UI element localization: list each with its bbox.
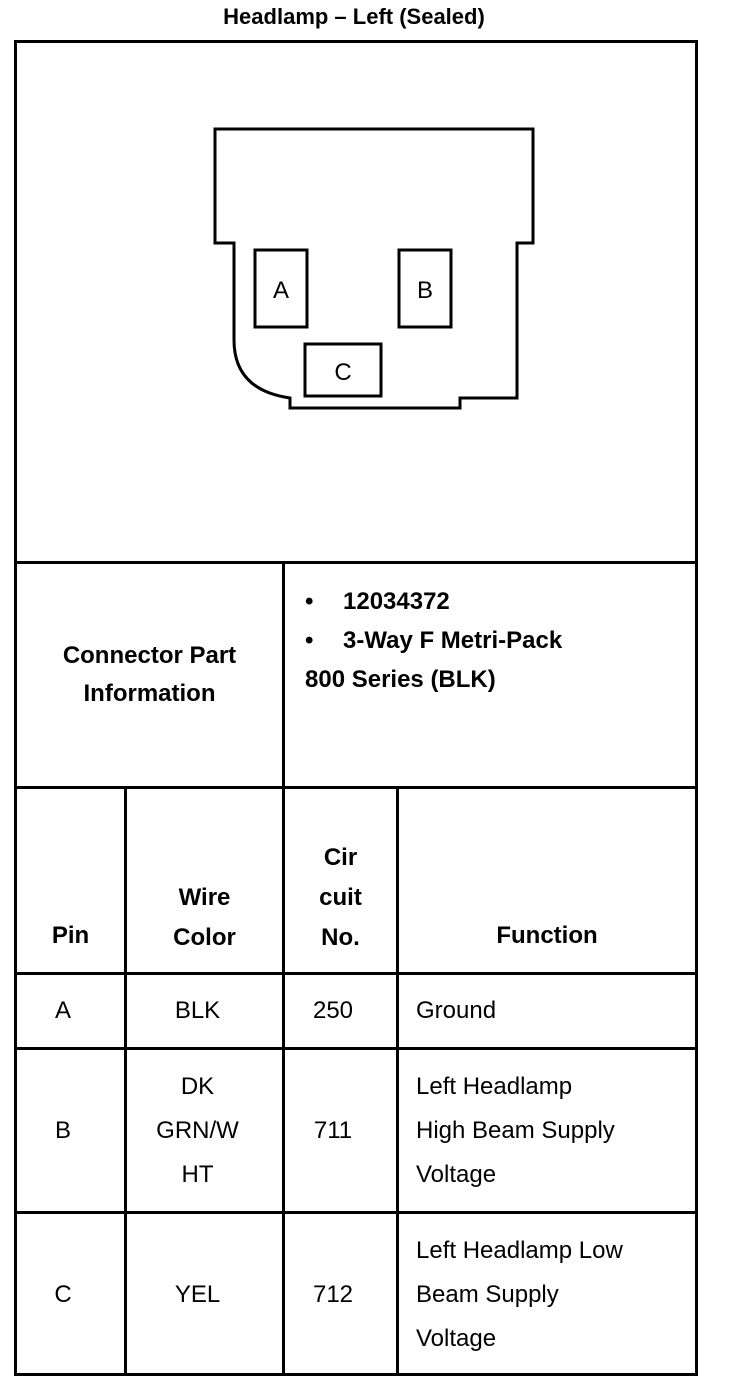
header-pin-text: Pin	[51, 922, 90, 949]
row-c-function-line2: Beam Supply	[416, 1281, 559, 1308]
divider-info	[14, 786, 698, 789]
row-b-wire-line3: HT	[181, 1160, 214, 1188]
header-wire-line1: Wire	[178, 884, 231, 911]
row-c-circuit: 712	[312, 1281, 354, 1308]
pin-c-label: C	[334, 359, 351, 386]
part-number: 12034372	[343, 588, 450, 615]
divider-row-a	[14, 1047, 698, 1050]
connector-frame	[14, 40, 698, 1376]
row-b-wire: DK GRN/W HT	[127, 1050, 268, 1211]
bullet-icon: •	[305, 588, 314, 615]
row-c-function-line1: Left Headlamp Low	[416, 1237, 623, 1264]
part-number-row: • 12034372	[305, 582, 695, 621]
divider-diagram	[14, 561, 698, 564]
header-circuit-line2: cuit	[319, 884, 362, 911]
pin-b-cavity	[397, 248, 453, 329]
row-b-wire-line1: DK	[180, 1072, 215, 1100]
pin-b-label: B	[417, 277, 433, 304]
pin-a-label: A	[273, 277, 289, 304]
row-b-function-line1: Left Headlamp	[416, 1072, 573, 1100]
page-title: Headlamp – Left (Sealed)	[223, 4, 485, 29]
row-b-function-line2: High Beam Supply	[416, 1116, 615, 1144]
header-pin: Pin	[17, 789, 124, 972]
part-info-value: • 12034372 • 3-Way F Metri-Pack 800 Seri…	[285, 564, 695, 786]
row-b-circuit: 711	[313, 1116, 353, 1144]
header-circuit-line1: Cir	[323, 844, 358, 871]
part-info-label: Connector Part Information	[17, 564, 282, 786]
row-b-function-line3: Voltage	[416, 1160, 497, 1188]
column-divider-function	[396, 786, 399, 1376]
pin-a-cavity	[253, 248, 309, 329]
connector-face-svg: A B C	[213, 127, 535, 410]
column-divider-circuit	[282, 561, 285, 1376]
divider-header	[14, 972, 698, 975]
header-function-text: Function	[496, 922, 598, 949]
row-a-function: Ground	[416, 997, 497, 1024]
connector-diagram: A B C	[14, 40, 698, 563]
row-b-wire-line2: GRN/W	[156, 1116, 239, 1144]
row-b-pin: B	[54, 1116, 71, 1144]
header-wire-line2: Color	[173, 924, 236, 951]
bullet-icon: •	[305, 627, 314, 654]
row-c-function: Left Headlamp Low Beam Supply Voltage	[399, 1214, 695, 1376]
header-function: Function	[399, 789, 695, 972]
column-divider-wire	[124, 786, 127, 1376]
header-wire-color: Wire Color	[127, 789, 282, 972]
row-a-pin: A	[54, 997, 71, 1024]
part-info-label-line2: Information	[83, 680, 216, 707]
row-c-pin: C	[54, 1281, 72, 1308]
row-a-circuit: 250	[312, 997, 354, 1024]
part-info-label-line1: Connector Part	[62, 642, 237, 669]
part-description-line1: 3-Way F Metri-Pack	[343, 627, 563, 654]
row-c-function-line3: Voltage	[416, 1325, 497, 1352]
row-c-wire: YEL	[174, 1281, 221, 1308]
header-circuit-line3: No.	[321, 924, 360, 951]
row-b-function: Left Headlamp High Beam Supply Voltage	[399, 1050, 695, 1211]
part-description-row: • 3-Way F Metri-Pack	[305, 621, 695, 660]
connector-outline	[213, 127, 535, 410]
row-a-wire: BLK	[174, 997, 221, 1024]
divider-row-b	[14, 1211, 698, 1214]
part-description-line2: 800 Series (BLK)	[305, 666, 496, 693]
pin-c-cavity	[303, 342, 383, 398]
header-circuit-no: Cir cuit No.	[285, 789, 396, 972]
